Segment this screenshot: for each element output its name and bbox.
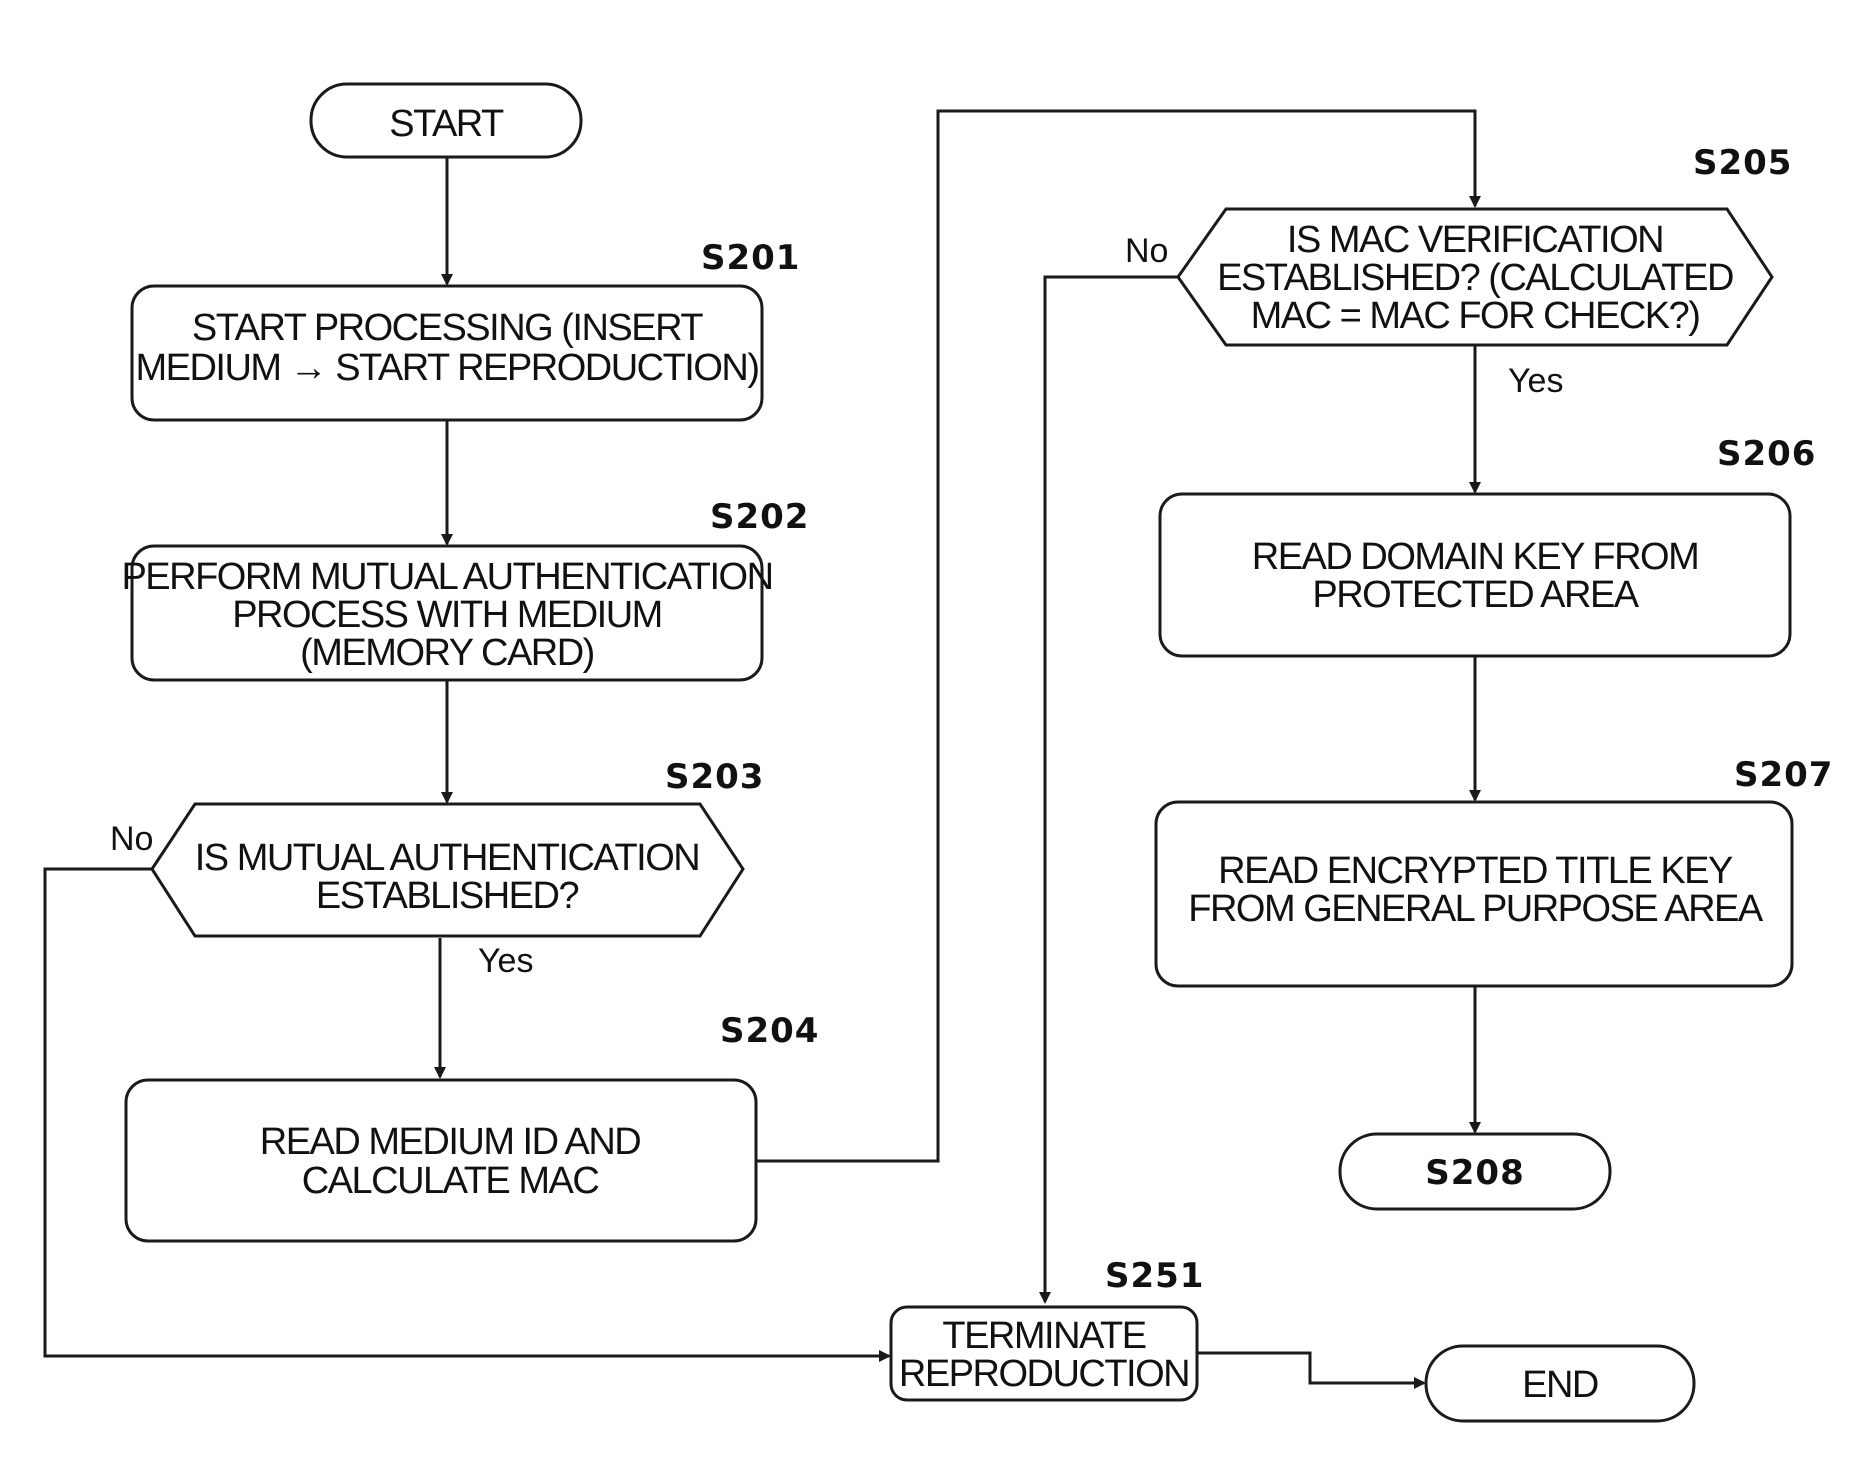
decision-s203: IS MUTUAL AUTHENTICATION ESTABLISHED? S2… [110, 757, 764, 980]
process-s202: PERFORM MUTUAL AUTHENTICATION PROCESS WI… [121, 497, 809, 680]
process-s207: READ ENCRYPTED TITLE KEY FROM GENERAL PU… [1156, 755, 1833, 986]
s202-text-line-1: PERFORM MUTUAL AUTHENTICATION [121, 556, 772, 598]
s204-text-line-2: CALCULATE MAC [302, 1160, 599, 1202]
s208-terminal: S208 [1340, 1134, 1610, 1209]
s205-text-line-1: IS MAC VERIFICATION [1287, 219, 1663, 261]
process-s206: READ DOMAIN KEY FROM PROTECTED AREA S206 [1160, 434, 1816, 656]
s203-step-label: S203 [665, 757, 764, 797]
s251-step-label: S251 [1105, 1256, 1204, 1296]
s203-yes-label: Yes [478, 942, 533, 980]
s205-yes-label: Yes [1508, 362, 1563, 400]
s201-step-label: S201 [701, 238, 800, 278]
s205-text-line-3: MAC = MAC FOR CHECK?) [1251, 295, 1700, 337]
s206-text-line-1: READ DOMAIN KEY FROM [1252, 536, 1698, 578]
s203-text-line-1: IS MUTUAL AUTHENTICATION [195, 837, 699, 879]
s205-text-line-2: ESTABLISHED? (CALCULATED [1217, 257, 1733, 299]
s201-text-line-1: START PROCESSING (INSERT [192, 307, 703, 349]
s207-text-line-2: FROM GENERAL PURPOSE AREA [1188, 888, 1764, 930]
s201-text-line-2: MEDIUM → START REPRODUCTION) [135, 347, 758, 389]
s202-text-line-3: (MEMORY CARD) [300, 632, 594, 674]
end-label: END [1522, 1364, 1598, 1406]
process-s251: TERMINATE REPRODUCTION S251 [891, 1256, 1204, 1400]
arrow-s251-to-end [1197, 1353, 1424, 1383]
s205-step-label: S205 [1693, 143, 1792, 183]
s204-text-line-1: READ MEDIUM ID AND [260, 1121, 641, 1163]
s203-text-line-2: ESTABLISHED? [316, 875, 579, 917]
s206-step-label: S206 [1717, 434, 1816, 474]
s208-label: S208 [1425, 1153, 1524, 1193]
s206-text-line-2: PROTECTED AREA [1312, 574, 1639, 616]
start-label: START [389, 103, 504, 145]
process-s204: READ MEDIUM ID AND CALCULATE MAC S204 [126, 1011, 819, 1241]
s205-no-label: No [1125, 232, 1168, 270]
s202-text-line-2: PROCESS WITH MEDIUM [232, 594, 662, 636]
s251-text-line-1: TERMINATE [942, 1315, 1145, 1357]
s251-text-line-2: REPRODUCTION [899, 1353, 1189, 1395]
end-terminal: END [1426, 1346, 1694, 1421]
s202-step-label: S202 [710, 497, 809, 537]
s207-text-line-1: READ ENCRYPTED TITLE KEY [1218, 850, 1733, 892]
start-terminal: START [311, 84, 581, 157]
decision-s205: IS MAC VERIFICATION ESTABLISHED? (CALCUL… [1125, 143, 1792, 400]
s203-no-label: No [110, 820, 153, 858]
s204-step-label: S204 [720, 1011, 819, 1051]
arrow-s205-no-to-s251 [1045, 277, 1178, 1302]
s207-step-label: S207 [1734, 755, 1833, 795]
process-s201: START PROCESSING (INSERT MEDIUM → START … [132, 238, 800, 420]
